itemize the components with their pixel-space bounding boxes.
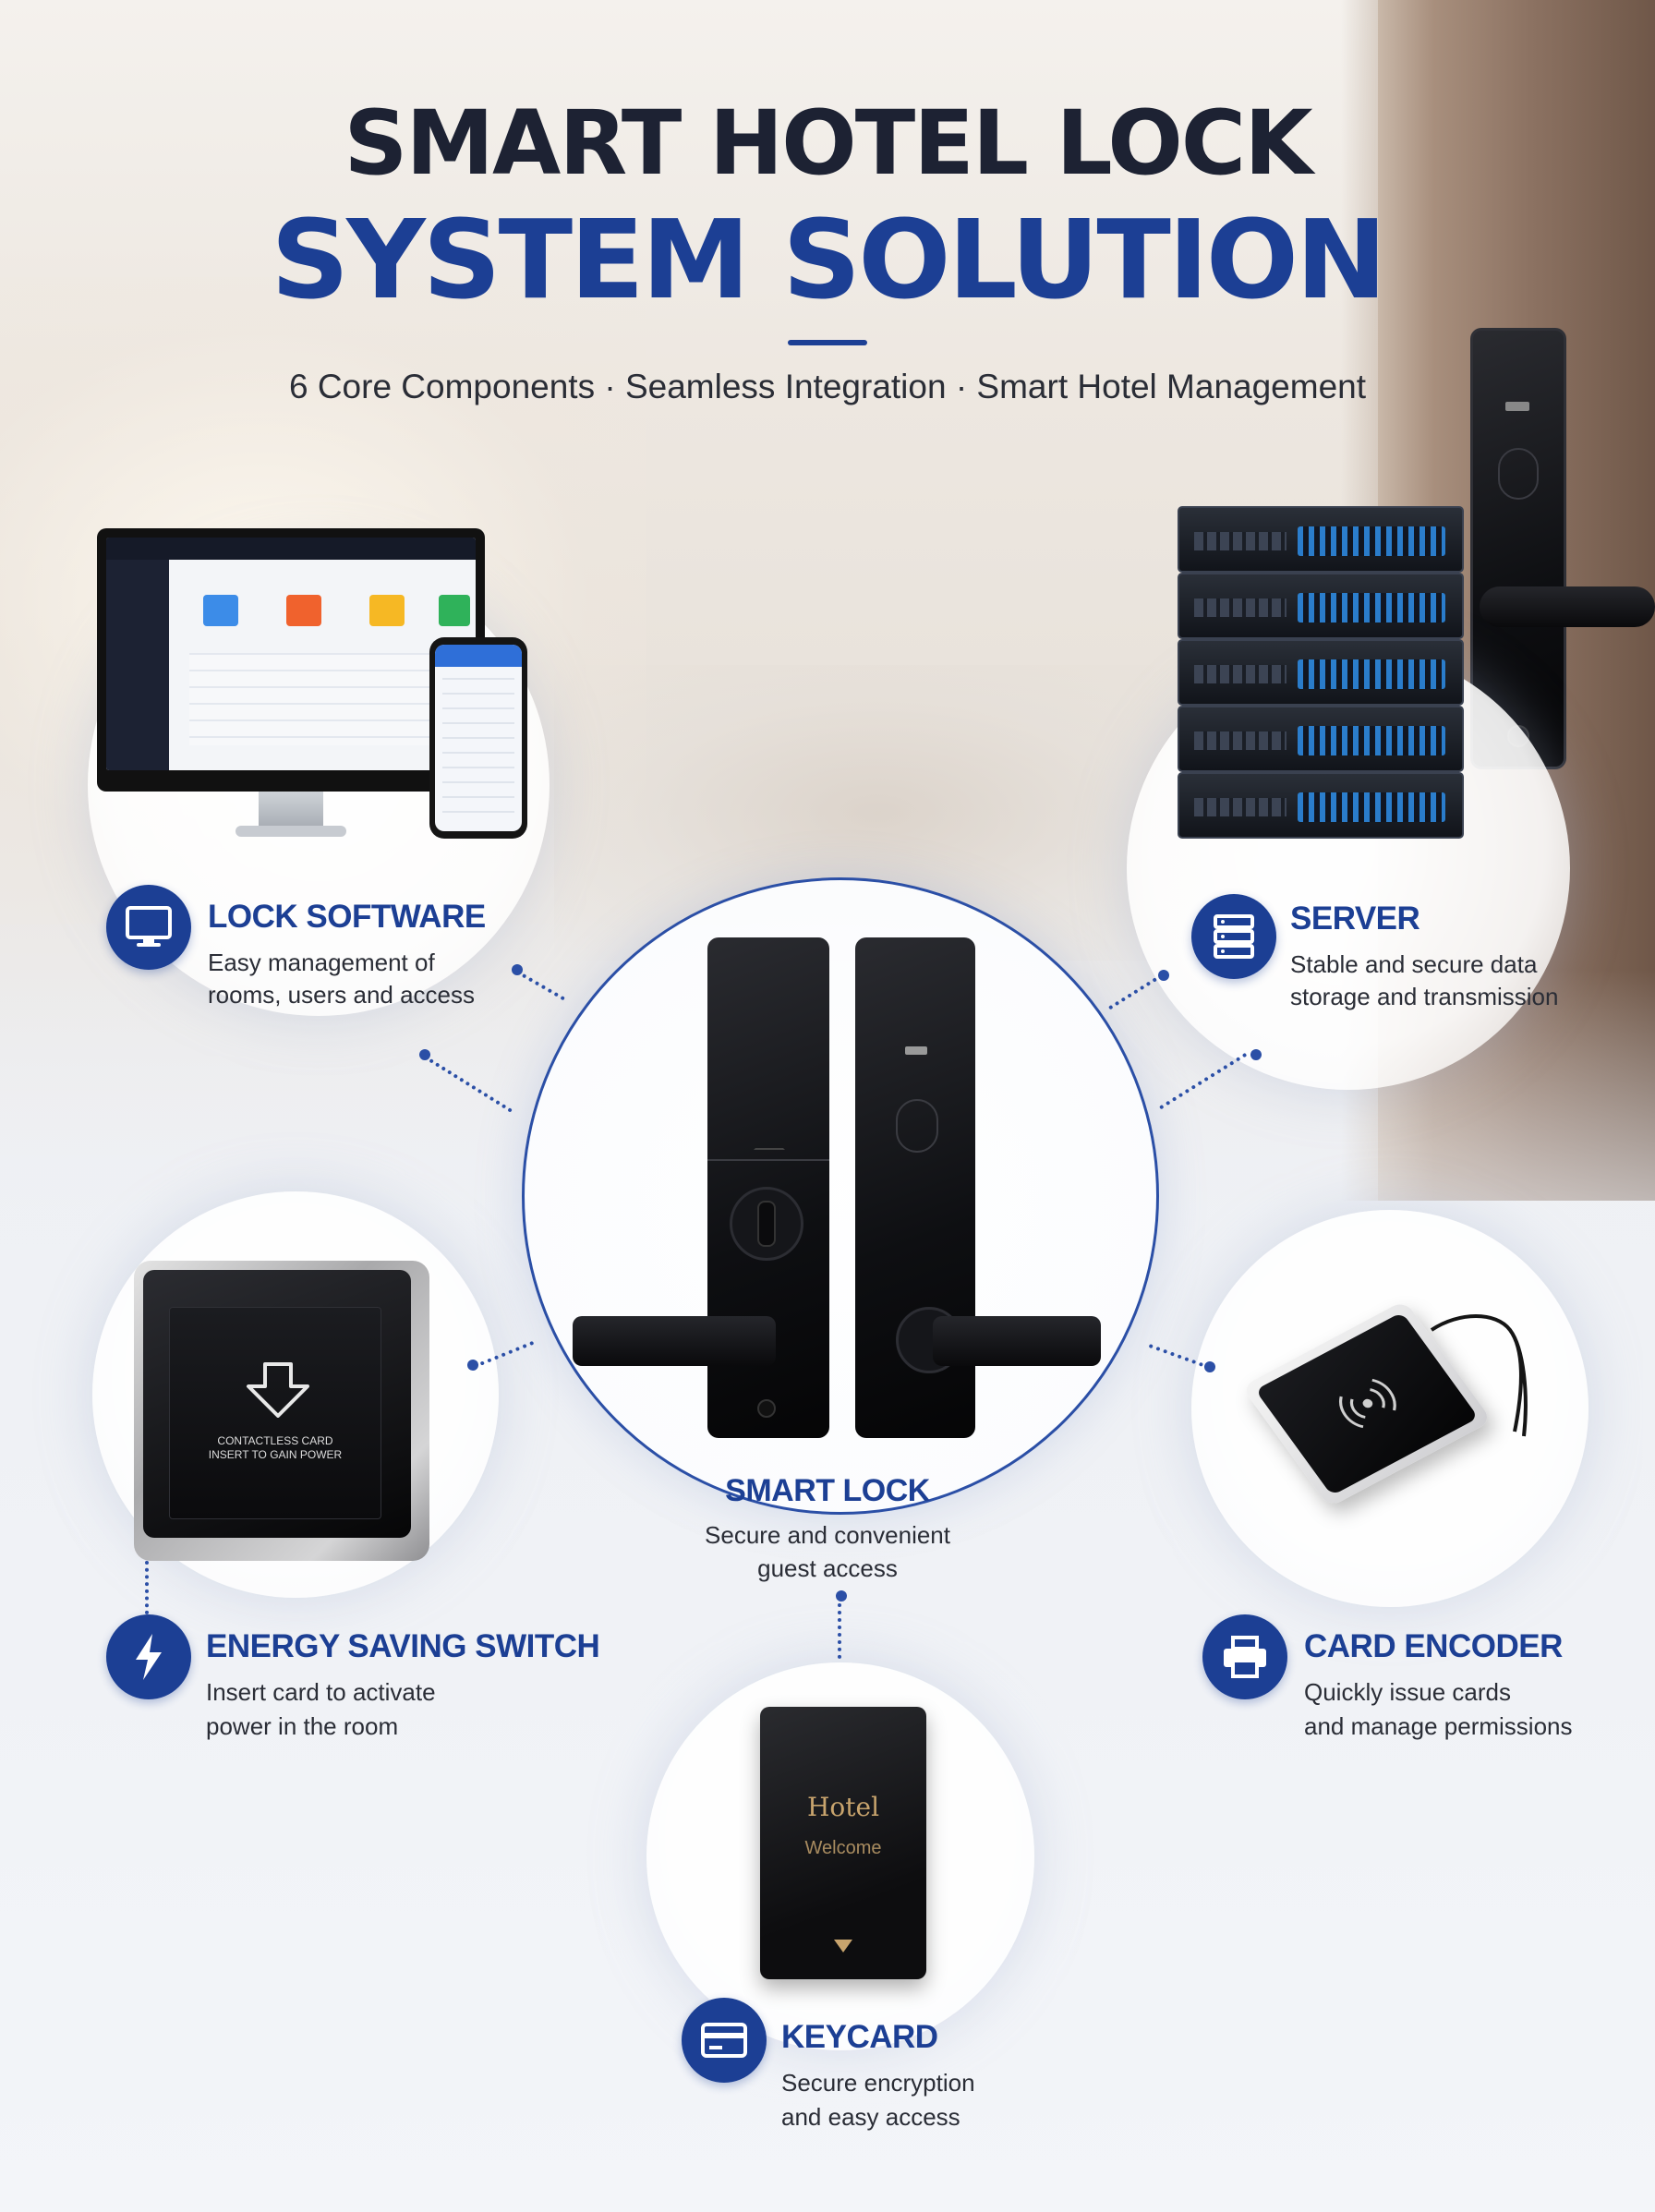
phone-device bbox=[429, 637, 527, 839]
keycard-desc-line1: Secure encryption bbox=[781, 2069, 975, 2097]
connector-dot bbox=[836, 1590, 847, 1602]
server-title: SERVER bbox=[1290, 901, 1420, 937]
connector-dot bbox=[1204, 1361, 1215, 1372]
door-mounted-lock bbox=[1470, 328, 1655, 771]
lock-software-desc-line1: Easy management of bbox=[208, 949, 435, 976]
smart-lock-desc-line1: Secure and convenient bbox=[705, 1521, 950, 1549]
nfc-icon bbox=[1339, 1378, 1396, 1429]
connector-dot bbox=[1158, 970, 1169, 981]
server-icon bbox=[1191, 894, 1276, 979]
title-divider bbox=[788, 340, 867, 345]
monitor-device bbox=[97, 528, 485, 842]
connector-switch-icon bbox=[145, 1561, 149, 1614]
lock-software-title: LOCK SOFTWARE bbox=[208, 899, 486, 935]
lightning-icon bbox=[106, 1614, 191, 1699]
header: SMART HOTEL LOCK SYSTEM SOLUTION 6 Core … bbox=[0, 92, 1655, 406]
keycard-text-welcome: Welcome bbox=[804, 1838, 882, 1858]
connector-dot bbox=[419, 1049, 430, 1060]
smart-lock-desc-line2: guest access bbox=[757, 1554, 898, 1582]
connector-dot bbox=[467, 1360, 478, 1371]
card-encoder-desc-line2: and manage permissions bbox=[1304, 1712, 1573, 1740]
energy-switch-device-text1: CONTACTLESS CARD bbox=[217, 1434, 333, 1447]
monitor-icon bbox=[106, 885, 191, 970]
page-subtitle: 6 Core Components · Seamless Integration… bbox=[288, 368, 1367, 405]
lock-software-desc-line2: rooms, users and access bbox=[208, 981, 476, 1009]
energy-switch-desc-line1: Insert card to activate bbox=[206, 1678, 436, 1706]
smart-lock-ring bbox=[522, 877, 1159, 1515]
energy-switch-device-text2: INSERT TO GAIN POWER bbox=[208, 1448, 343, 1461]
keycard-device: Hotel Welcome bbox=[760, 1707, 926, 1979]
page-title-line1: SMART HOTEL LOCK bbox=[344, 91, 1312, 195]
card-encoder-device bbox=[1241, 1293, 1552, 1533]
keycard-arrow bbox=[834, 1940, 852, 1952]
keycard-desc-line2: and easy access bbox=[781, 2103, 960, 2131]
server-desc-line2: storage and transmission bbox=[1290, 983, 1559, 1010]
card-encoder-title: CARD ENCODER bbox=[1304, 1628, 1563, 1664]
printer-icon bbox=[1202, 1614, 1287, 1699]
arrow-down-icon bbox=[247, 1362, 309, 1418]
server-rack bbox=[1178, 506, 1473, 839]
smart-lock-device bbox=[573, 937, 1108, 1445]
connector-dot bbox=[512, 964, 523, 975]
energy-switch-device: CONTACTLESS CARD INSERT TO GAIN POWER bbox=[134, 1261, 429, 1561]
connector-lock-keycard bbox=[838, 1596, 841, 1659]
smart-lock-title: SMART LOCK bbox=[725, 1473, 930, 1508]
energy-switch-title: ENERGY SAVING SWITCH bbox=[206, 1628, 600, 1664]
keycard-text-hotel: Hotel bbox=[806, 1792, 880, 1822]
energy-switch-desc-line2: power in the room bbox=[206, 1712, 399, 1740]
card-encoder-desc-line1: Quickly issue cards bbox=[1304, 1678, 1511, 1706]
server-desc-line1: Stable and secure data bbox=[1290, 950, 1538, 978]
connector-dot bbox=[1250, 1049, 1262, 1060]
card-icon bbox=[682, 1998, 767, 2083]
page-title-line2: SYSTEM SOLUTION bbox=[271, 196, 1387, 323]
keycard-title: KEYCARD bbox=[781, 2019, 938, 2055]
